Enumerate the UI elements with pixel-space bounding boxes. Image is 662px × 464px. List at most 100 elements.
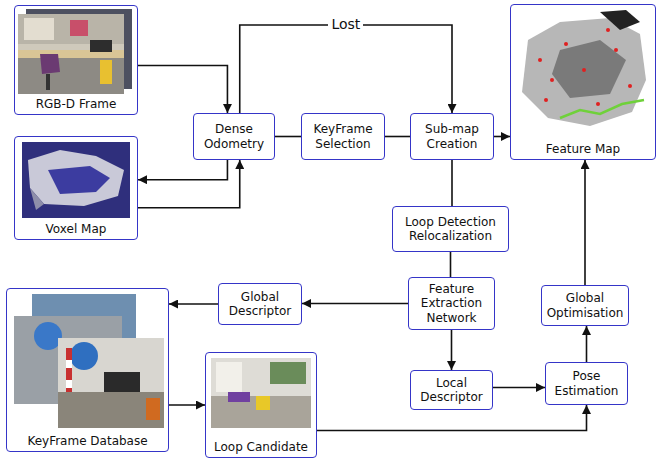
box-label: Sub-map Creation (415, 122, 489, 151)
process-box: Pose Estimation (545, 362, 628, 405)
rgbd-image-part (40, 54, 60, 74)
text-group: KeyFrame Selection (306, 122, 380, 151)
keyframe-database-image-part (70, 342, 98, 370)
feature-map-image-part (552, 40, 626, 98)
feature-map-image-part (550, 78, 554, 82)
keyframe-database-image-part (58, 338, 164, 428)
rgbd-image-part (18, 14, 124, 44)
loop-candidate-image-part (216, 362, 242, 392)
rgbd-image-part (90, 40, 112, 52)
image-box: RGB-D Frame (14, 5, 138, 115)
rgbd-image-part (70, 20, 88, 36)
text-group: Global Optimisation (546, 291, 624, 320)
rgbd-image-part (24, 18, 54, 40)
process-box: Dense Odometry (193, 113, 275, 160)
voxel-image-part (30, 188, 44, 210)
connector (169, 404, 205, 406)
image-box: Loop Candidate (205, 352, 317, 458)
process-box: KeyFrame Selection (301, 113, 385, 160)
connector (302, 303, 408, 305)
connector (138, 160, 227, 180)
rgbd-image (18, 9, 132, 94)
loop-candidate-image-part (211, 358, 311, 428)
keyframe-database-image-part (146, 398, 160, 420)
rgbd-image-part (100, 60, 112, 84)
loop-candidate-image-part (256, 396, 270, 410)
process-box: Local Descriptor (410, 370, 493, 410)
process-box: Sub-map Creation (410, 113, 494, 160)
keyframe-database-image (14, 294, 164, 428)
keyframe-database-image-part (66, 380, 72, 388)
feature-map-image-part (600, 10, 640, 30)
image-caption: RGB-D Frame (36, 97, 117, 111)
image-box: Feature Map (510, 4, 656, 160)
loop-candidate-image-part (270, 362, 306, 384)
text-group: Pose Estimation (550, 369, 623, 398)
voxel-image (22, 142, 130, 218)
connector (138, 160, 240, 208)
text-group: Voxel Map (46, 222, 107, 236)
feature-map-image-part (544, 98, 548, 102)
box-label: Feature Extraction Network (413, 282, 490, 325)
loop-candidate-image (211, 358, 311, 428)
process-box: Loop Detection Relocalization (392, 206, 509, 252)
connector (275, 136, 301, 138)
text-group: Feature Extraction Network (413, 282, 490, 325)
keyframe-database-image-part (34, 322, 62, 350)
connector (138, 66, 227, 114)
box-label: KeyFrame Selection (306, 122, 380, 151)
feature-map-image-part (582, 68, 586, 72)
text-group: Loop Candidate (214, 440, 308, 454)
connector (451, 330, 453, 370)
keyframe-database-image-part (66, 360, 72, 368)
connector (493, 387, 545, 389)
connector (385, 136, 410, 138)
loop-candidate-image-part (228, 392, 250, 402)
voxel-image-part (48, 166, 110, 194)
box-label: Loop Detection Relocalization (397, 215, 504, 244)
connector (169, 303, 218, 305)
feature-map-image-part (538, 58, 542, 62)
image-caption: Voxel Map (46, 222, 107, 236)
process-box: Feature Extraction Network (408, 277, 495, 330)
text-group: Feature Map (546, 142, 620, 156)
box-label: Global Descriptor (223, 290, 297, 319)
process-box: Global Optimisation (541, 285, 629, 326)
connector (494, 136, 510, 138)
loop-candidate-image-part (211, 396, 311, 428)
box-label: Local Descriptor (415, 376, 488, 405)
feature-map-image-part (614, 48, 618, 52)
voxel-image-part (28, 150, 124, 206)
text-group: Local Descriptor (415, 376, 488, 405)
process-box: Global Descriptor (218, 283, 302, 325)
feature-map-image (522, 10, 646, 126)
feature-map-image-part (560, 100, 644, 118)
rgbd-image-part (18, 58, 124, 94)
connector (584, 160, 586, 285)
keyframe-database-image-part (58, 392, 164, 428)
edge-label: Lost (328, 17, 363, 32)
feature-map-image-part (564, 42, 568, 46)
rgbd-image-part (18, 14, 124, 94)
feature-map-image-part (606, 28, 610, 32)
text-group: RGB-D Frame (36, 97, 117, 111)
image-caption: Loop Candidate (214, 440, 308, 454)
text-group: Loop Detection Relocalization (397, 215, 504, 244)
voxel-image-part (22, 142, 130, 218)
text-group: Dense Odometry (198, 122, 270, 151)
connector (450, 252, 452, 277)
rgbd-image-part (46, 74, 50, 90)
keyframe-database-image-part (104, 372, 140, 392)
connector (451, 160, 453, 206)
image-box: Voxel Map (14, 136, 138, 240)
feature-map-image-part (522, 18, 646, 126)
image-caption: KeyFrame Database (27, 434, 147, 448)
box-label: Global Optimisation (546, 291, 624, 320)
image-box: KeyFrame Database (6, 288, 169, 452)
box-label: Pose Estimation (550, 369, 623, 398)
text-group: Global Descriptor (223, 290, 297, 319)
image-caption: Feature Map (546, 142, 620, 156)
connector (586, 326, 588, 362)
feature-map-image-part (596, 102, 600, 106)
feature-map-image-part (628, 84, 632, 88)
